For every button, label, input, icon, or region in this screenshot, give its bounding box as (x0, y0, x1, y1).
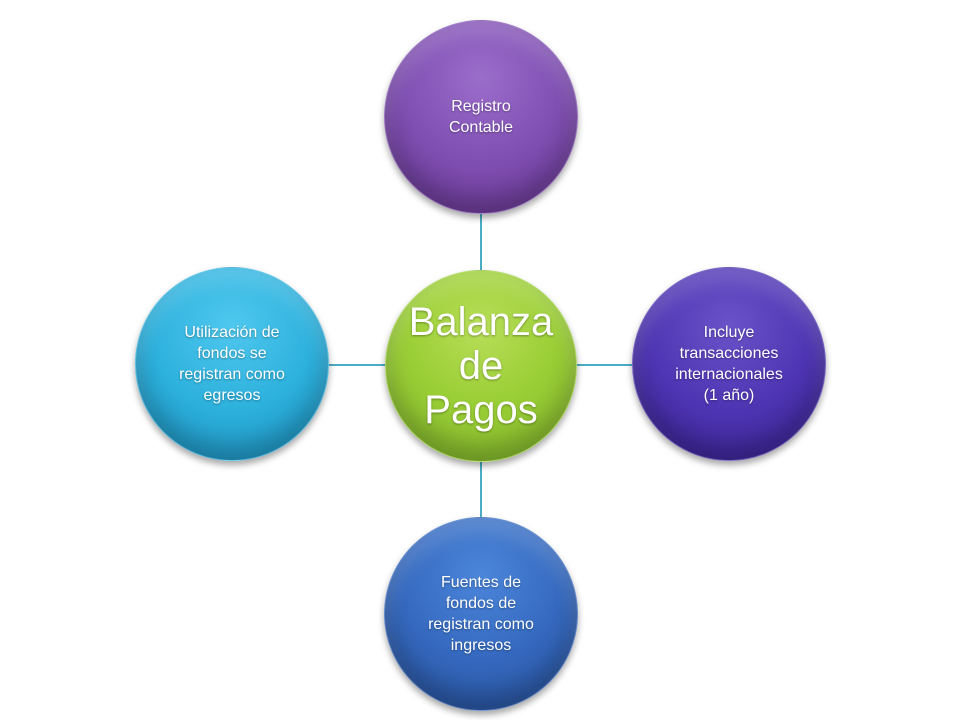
node-balanza-de-pagos: Balanza de Pagos (385, 270, 577, 462)
connector-bottom (480, 462, 482, 519)
node-fuentes-de-fondos: Fuentes de fondos de registran como ingr… (384, 517, 578, 711)
node-label-top: Registro Contable (448, 98, 514, 136)
node-transacciones-internacionales: Incluye transacciones internacionales (1… (632, 267, 826, 461)
node-label-right: Incluye transacciones internacionales (1… (675, 324, 783, 404)
node-label-left: Utilización de fondos se registran como … (179, 324, 285, 404)
center-label: Balanza de Pagos (408, 300, 554, 432)
node-registro-contable: Registro Contable (384, 20, 578, 214)
node-label-bottom: Fuentes de fondos de registran como ingr… (428, 574, 534, 654)
node-utilizacion-de-fondos: Utilización de fondos se registran como … (135, 267, 329, 461)
connector-top (480, 214, 482, 272)
connector-right (577, 364, 634, 366)
connector-left (329, 364, 385, 366)
